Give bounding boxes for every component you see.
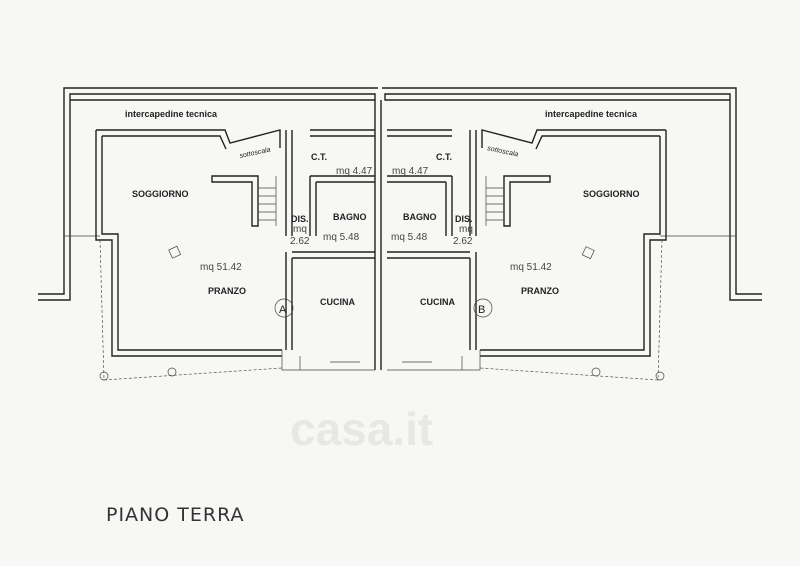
bagno-label-a: BAGNO (333, 212, 367, 222)
unit-marker-a-circle (274, 298, 294, 318)
unit-a-labels: intercapedine tecnica sottoscala SOGGIOR… (125, 109, 373, 318)
soggiorno-label-a: SOGGIORNO (132, 189, 189, 199)
unit-marker-b: B (478, 304, 485, 316)
unit-marker-a: A (279, 304, 287, 316)
sottoscala-label-a: sottoscala (239, 147, 271, 160)
bagno-label-b: BAGNO (403, 212, 437, 222)
cucina-label-b: CUCINA (420, 297, 455, 307)
unit-marker-b-circle (473, 298, 493, 318)
ct-area-a: mq 4.47 (336, 166, 373, 177)
fireplace-symbols (168, 245, 595, 260)
intercapedine-label-b: intercapedine tecnica (545, 109, 638, 119)
column-markers (99, 367, 665, 381)
page-title: PIANO TERRA (106, 504, 245, 526)
dis-label-a: DIS. (291, 214, 309, 224)
dis-area-value-a: 2.62 (290, 236, 310, 247)
ct-area-b: mq 4.47 (392, 166, 429, 177)
dis-area-unit-a: mq (293, 224, 307, 235)
dis-area-value-b: 2.62 (453, 236, 473, 247)
ct-label-a: C.T. (311, 152, 327, 162)
ct-label-b: C.T. (436, 152, 452, 162)
soggiorno-area-b: mq 51.42 (510, 262, 552, 273)
pranzo-label-b: PRANZO (521, 286, 559, 296)
soggiorno-area-a: mq 51.42 (200, 262, 242, 273)
unit-b-walls (387, 129, 667, 381)
bagno-area-a: mq 5.48 (323, 232, 360, 243)
intercapedine-label-a: intercapedine tecnica (125, 109, 218, 119)
pranzo-label-a: PRANZO (208, 286, 246, 296)
cucina-label-a: CUCINA (320, 297, 355, 307)
dis-label-b: DIS. (455, 214, 473, 224)
bagno-area-b: mq 5.48 (391, 232, 428, 243)
dis-area-unit-b: mq (459, 224, 473, 235)
watermark: casa.it (290, 403, 434, 455)
sottoscala-label-b: sottoscala (487, 145, 519, 158)
unit-b-labels: intercapedine tecnica sottoscala SOGGIOR… (391, 109, 640, 318)
soggiorno-label-b: SOGGIORNO (583, 189, 640, 199)
outer-boundary (38, 87, 762, 301)
